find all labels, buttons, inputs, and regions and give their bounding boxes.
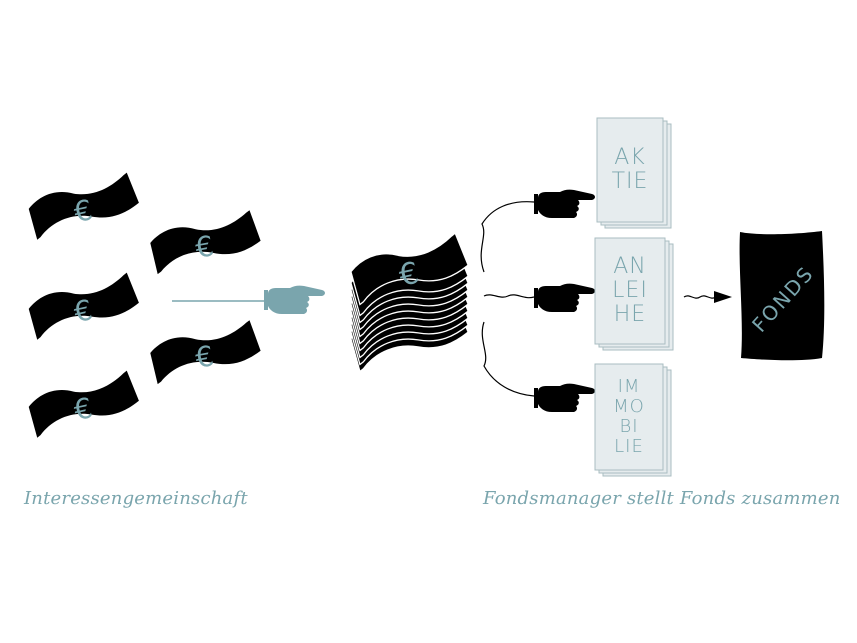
pointing-hand-icon [534, 189, 595, 218]
document-immobilie-line: MO [613, 396, 645, 417]
pointing-hand-icon [264, 285, 325, 314]
branch-line-middle [483, 294, 535, 299]
banknote-stack-icon: € [346, 231, 473, 373]
document-anleihe-line: HE [614, 302, 646, 327]
document-anleihe-line: AN [613, 254, 647, 279]
banknotes-group: € € € € € [25, 171, 264, 439]
document-aktie-line: TIE [612, 169, 649, 194]
euro-banknote-icon: € [147, 319, 264, 385]
caption-fondsmanager: Fondsmanager stellt Fonds zusammen [483, 488, 841, 509]
branch-line-top [480, 201, 535, 273]
euro-banknote-icon: € [25, 171, 143, 241]
document-immobilie-line: LIE [614, 436, 644, 457]
euro-symbol: € [193, 229, 216, 265]
euro-banknote-icon: € [25, 271, 143, 341]
document-immobilie-line: IM [618, 376, 641, 397]
wavy-arrow-icon [683, 295, 717, 299]
document-immobilie-line: BI [619, 416, 638, 437]
pointing-hand-icon [534, 383, 595, 412]
caption-interessengemeinschaft: Interessengemeinschaft [24, 488, 248, 509]
euro-banknote-icon: € [147, 209, 264, 275]
document-anleihe-line: LEI [612, 278, 648, 303]
euro-banknote-icon: € [25, 369, 143, 439]
euro-symbol: € [193, 339, 216, 375]
arrow-head-icon [714, 291, 732, 303]
branch-line-bottom [481, 321, 535, 397]
document-aktie-line: AK [614, 145, 645, 170]
pointing-hand-icon [534, 283, 595, 312]
fonds-block: FONDS [739, 231, 825, 361]
